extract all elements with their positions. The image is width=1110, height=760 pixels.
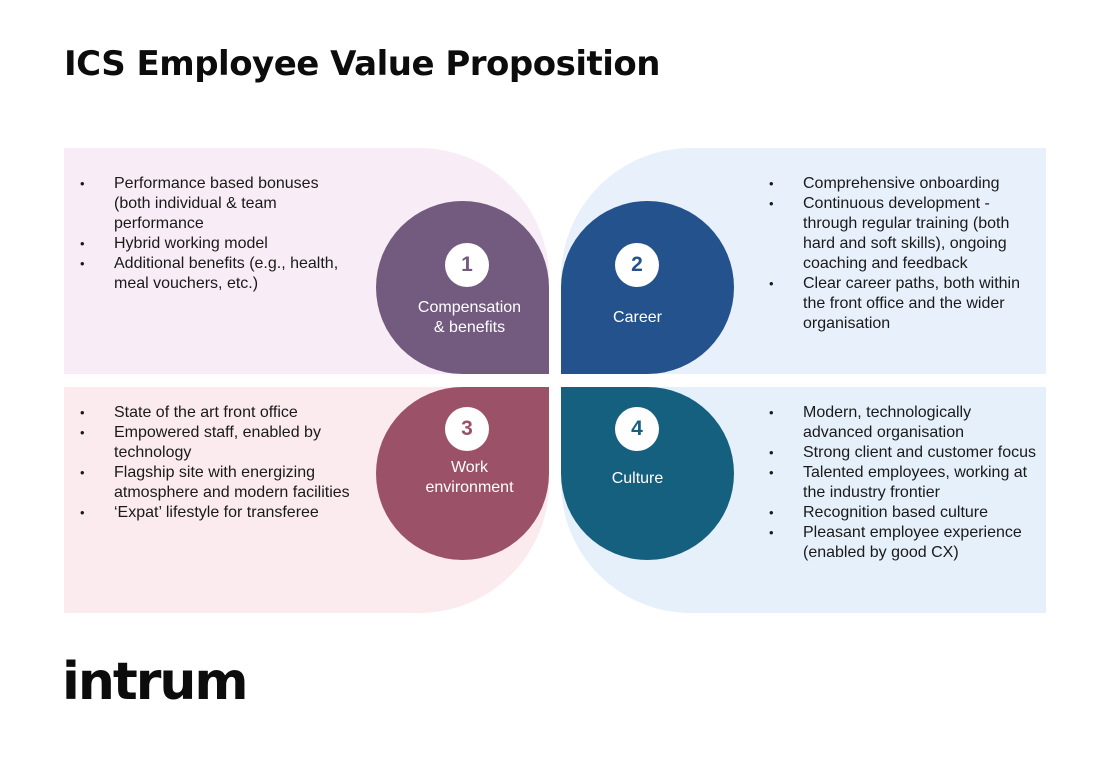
bullet-list-work-environment: State of the art front office Empowered … [80,403,355,523]
intrum-logo: intrum [62,652,249,712]
bullet-item: Additional benefits (e.g., health, meal … [80,254,355,294]
bullet-item: Empowered staff, enabled by technology [80,423,355,463]
bullet-item: Performance based bonuses (both individu… [80,174,355,234]
bullet-item: Pleasant employee experience (enabled by… [769,523,1044,563]
petal-work-environment: 3 Work environment [376,387,549,560]
bullet-item: Clear career paths, both within the fron… [769,274,1044,334]
bullet-list-culture: Modern, technologically advanced organis… [769,403,1044,563]
bullet-item: Flagship site with energizing atmosphere… [80,463,355,503]
bullet-item: Modern, technologically advanced organis… [769,403,1044,443]
number-badge: 2 [615,243,659,287]
petal-label: Culture [611,470,664,487]
bullet-list-career: Comprehensive onboarding Continuous deve… [769,174,1044,334]
bullet-item: Talented employees, working at the indus… [769,463,1044,503]
bullet-item: State of the art front office [80,403,355,423]
number-badge: 4 [615,407,659,451]
number-badge: 3 [445,407,489,451]
page-title: ICS Employee Value Proposition [64,44,660,84]
bullet-item: Recognition based culture [769,503,1044,523]
number-badge: 1 [445,243,489,287]
petal-culture: 4 Culture [561,387,734,560]
bullet-item: Strong client and customer focus [769,443,1044,463]
bullet-list-compensation: Performance based bonuses (both individu… [80,174,355,294]
bullet-item: Continuous development - through regular… [769,194,1044,274]
petal-career: 2 Career [561,201,734,374]
petal-label: Work environment [425,459,514,496]
bullet-item: Comprehensive onboarding [769,174,1044,194]
petal-label: Career [613,309,662,326]
bullet-item: Hybrid working model [80,234,355,254]
bullet-item: ‘Expat’ lifestyle for transferee [80,503,355,523]
petal-compensation-benefits: 1 Compensation & benefits [376,201,549,374]
petal-label: Compensation & benefits [417,299,522,336]
